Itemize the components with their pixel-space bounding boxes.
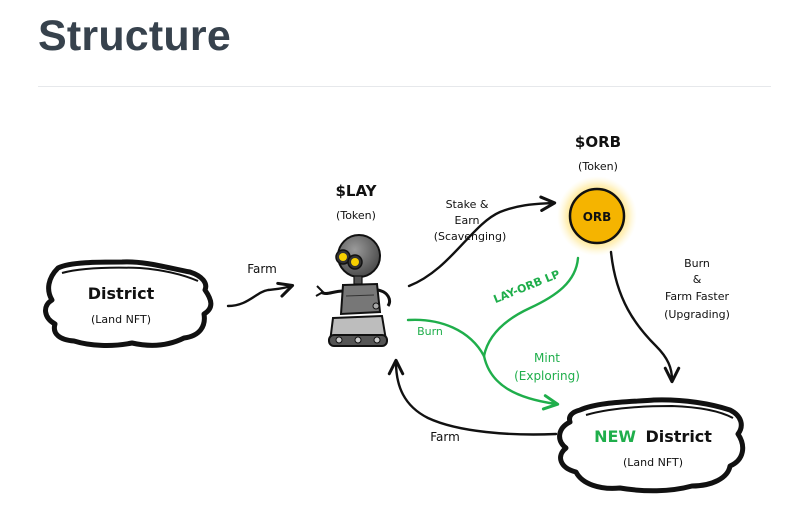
edge-label-burn-green: Burn — [417, 325, 443, 338]
edge-farm-new-to-lay: Farm — [387, 358, 558, 444]
orb-subtitle: (Token) — [578, 160, 618, 173]
lay-node: $LAY (Token) — [315, 182, 392, 347]
new-district-cloud-shape — [557, 397, 746, 494]
orb-node: $ORB (Token) ORB — [557, 133, 637, 256]
robot-illustration — [315, 234, 392, 347]
edge-label-stake: Stake & — [446, 198, 489, 211]
edge-label-farm-1: Farm — [247, 262, 277, 276]
new-district-node: NEW District (Land NFT) — [557, 397, 746, 494]
district-cloud-shape — [43, 259, 214, 348]
new-district-title-new: NEW — [594, 427, 636, 446]
edge-label-lp: LAY-ORB LP — [492, 268, 562, 306]
district-subtitle: (Land NFT) — [91, 313, 151, 326]
new-district-subtitle: (Land NFT) — [623, 456, 683, 469]
edge-label-farm-faster: Farm Faster — [665, 290, 729, 303]
edge-label-earn: Earn — [455, 214, 480, 227]
orb-coin-label: ORB — [583, 210, 612, 224]
edge-lay-orb-lp: LAY-ORB LP — [482, 256, 580, 358]
edge-label-scavenging: (Scavenging) — [434, 230, 507, 243]
orb-coin — [568, 187, 626, 245]
edge-label-upgrading: (Upgrading) — [664, 308, 730, 321]
orb-title: $ORB — [575, 133, 621, 151]
page-title: Structure — [38, 12, 231, 60]
new-district-title: NEW District — [594, 427, 712, 446]
lay-title: $LAY — [335, 182, 377, 200]
edge-label-burn: Burn — [684, 257, 710, 270]
edge-label-mint: Mint — [534, 351, 560, 365]
lay-subtitle: (Token) — [336, 209, 376, 222]
edge-label-exploring: (Exploring) — [514, 369, 580, 383]
title-divider — [38, 86, 771, 87]
edge-burn-green: Burn — [406, 318, 486, 358]
district-title: District — [88, 284, 155, 303]
edge-label-ampersand: & — [693, 273, 702, 286]
edge-label-farm-2: Farm — [430, 430, 460, 444]
edge-farm-district-to-lay: Farm — [226, 262, 295, 308]
edge-burn-farm-faster: Burn & Farm Faster (Upgrading) — [609, 250, 730, 384]
new-district-title-district: District — [645, 427, 712, 446]
edge-mint-exploring: Mint (Exploring) — [482, 351, 580, 411]
district-node: District (Land NFT) — [43, 259, 214, 348]
edge-stake-earn: Stake & Earn (Scavenging) — [407, 195, 557, 288]
